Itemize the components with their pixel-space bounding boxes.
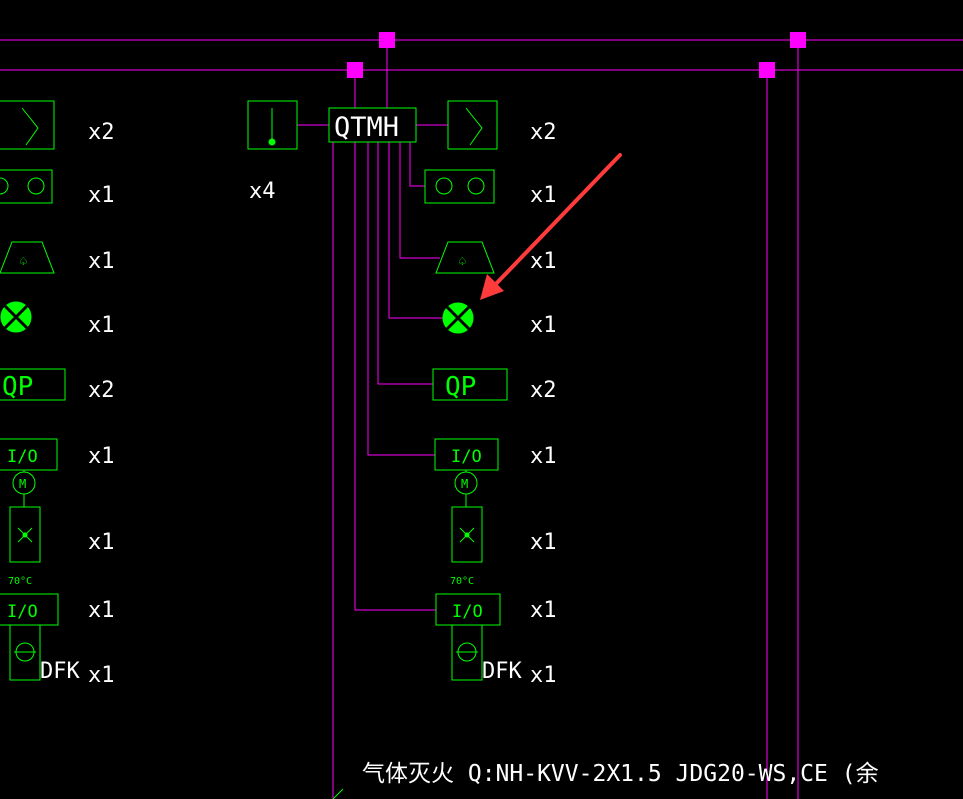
feeder-qp <box>377 142 433 385</box>
bell-icon <box>435 177 453 195</box>
qty-label: x1 <box>530 663 557 688</box>
qtmh-module <box>328 107 417 143</box>
arrow-head <box>480 274 504 300</box>
io2-label: I/O <box>7 602 38 622</box>
left-column-labels: QP I/O M 70°C I/O <box>2 372 38 622</box>
junction-node <box>379 32 395 48</box>
feeder-io1 <box>367 142 435 456</box>
io1-symbol-left <box>0 438 58 471</box>
corner-tick <box>332 788 344 799</box>
alarm-symbol-left <box>0 241 55 274</box>
qp-label: QP <box>445 372 476 402</box>
qty-label: x1 <box>530 313 557 338</box>
bell-icon <box>467 177 485 195</box>
qtmh-label: QTMH <box>334 112 399 143</box>
io1-label: I/O <box>7 447 38 467</box>
qty-label: x1 <box>88 444 115 469</box>
sounder-icon <box>21 107 39 146</box>
damper-symbol <box>451 506 483 563</box>
junction-nodes <box>347 32 806 78</box>
qty-label: x2 <box>530 120 557 145</box>
damper-icon <box>464 532 470 538</box>
temp-label: 70°C <box>450 576 474 587</box>
qty-label: x4 <box>249 179 276 204</box>
qp-label: QP <box>2 372 33 402</box>
feeder-lamp <box>388 142 443 319</box>
qp-symbol <box>432 368 508 401</box>
qty-label: x1 <box>88 598 115 623</box>
arrow-shaft <box>490 153 622 290</box>
junction-node <box>790 32 806 48</box>
qty-label: x2 <box>88 378 115 403</box>
temp-label: 70°C <box>8 576 32 587</box>
left-column: ♤ <box>0 100 66 681</box>
qty-label: x1 <box>88 249 115 274</box>
sounder-symbol-left <box>0 100 55 150</box>
io1-label: I/O <box>451 447 482 467</box>
dfk-label: DFK <box>40 659 80 684</box>
qty-label: x1 <box>88 663 115 688</box>
junction-node <box>347 62 363 78</box>
feeder-io2 <box>354 142 436 611</box>
feeder-alarm <box>399 142 440 259</box>
qty-label: x1 <box>88 313 115 338</box>
qty-label: x1 <box>530 530 557 555</box>
damper-icon <box>22 532 28 538</box>
sounder-symbol <box>447 100 498 150</box>
feeder-bell <box>409 142 425 187</box>
qty-label: x2 <box>88 120 115 145</box>
bell-symbol <box>424 169 495 204</box>
io2-label: I/O <box>452 602 483 622</box>
detector-icon <box>268 138 276 146</box>
qty-label: x1 <box>530 249 557 274</box>
right-column-labels: QTMH QP I/O M 70°C I/O <box>334 112 483 622</box>
motor-label: M <box>19 477 26 491</box>
qty-label: x1 <box>530 444 557 469</box>
right-column: ♤ <box>247 100 508 681</box>
right-column-qty: x4 x2 x1 x1 x1 x2 x1 x1 x1 DFK x1 <box>249 120 557 688</box>
dfk-symbol <box>451 624 483 681</box>
annotation-arrow <box>480 153 622 300</box>
dfk-symbol-left <box>9 624 41 681</box>
qty-label: x1 <box>530 598 557 623</box>
motor-label: M <box>461 477 468 491</box>
lamp-icon <box>445 305 471 331</box>
qty-label: x1 <box>88 530 115 555</box>
junction-node <box>759 62 775 78</box>
qty-label: x2 <box>530 378 557 403</box>
dfk-label: DFK <box>482 659 522 684</box>
detector-symbol <box>247 100 298 150</box>
alarm-symbol <box>435 241 495 274</box>
lamp-icon <box>3 304 29 330</box>
bell-symbol-left <box>0 169 53 204</box>
sounder-icon <box>465 107 483 146</box>
bell-icon <box>0 177 9 195</box>
qty-label: x1 <box>530 183 557 208</box>
left-column-qty: x2 x1 x1 x1 x2 x1 x1 x1 DFK x1 <box>40 120 115 688</box>
cable-spec-text: 气体灭火 Q:NH-KVV-2X1.5 JDG20-WS,CE (余 <box>362 761 879 787</box>
damper-symbol-left <box>9 506 41 563</box>
qty-label: x1 <box>88 183 115 208</box>
qp-symbol-left <box>0 368 66 401</box>
bell-icon <box>27 177 45 195</box>
alarm-icon: ♤ <box>19 254 27 270</box>
alarm-icon: ♤ <box>458 254 466 270</box>
bus-wires <box>0 39 963 799</box>
